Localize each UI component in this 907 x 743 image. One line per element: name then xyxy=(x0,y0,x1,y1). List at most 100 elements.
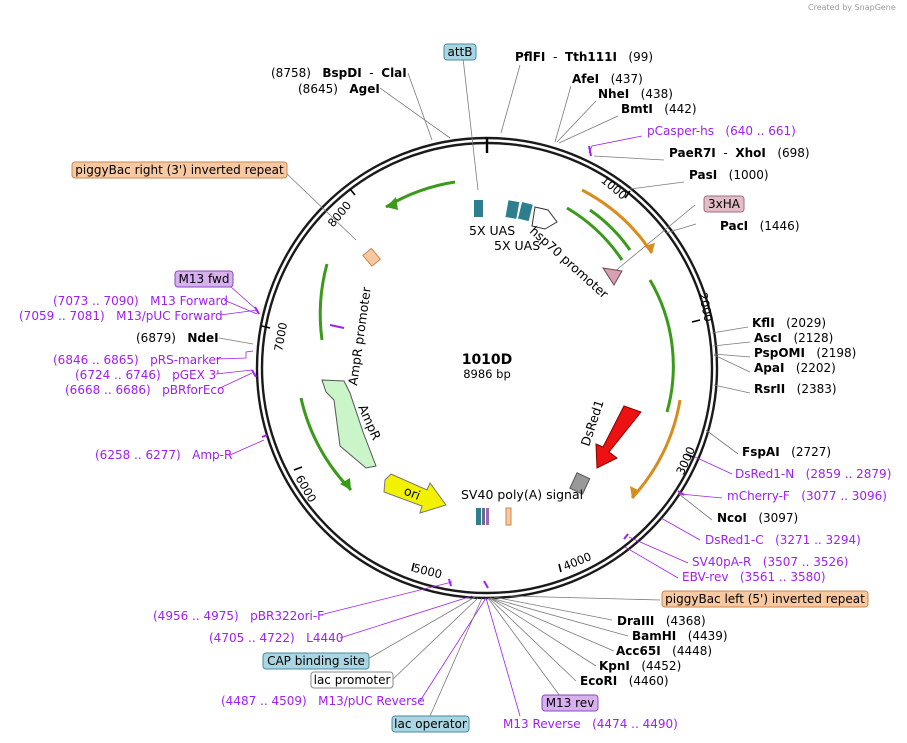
site-bmti[interactable]: BmtI (442) xyxy=(621,102,697,116)
site-mcherryf[interactable]: mCherry-F (3077 .. 3096) xyxy=(727,489,887,503)
site-dsredc[interactable]: DsRed1-C (3271 .. 3294) xyxy=(705,533,861,547)
site-part: (4705 .. 4722) L4440 xyxy=(209,631,343,645)
site-pcasper[interactable]: pCasper-hs (640 .. 661) xyxy=(647,124,796,138)
site-dsredn[interactable]: DsRed1-N (2859 .. 2879) xyxy=(735,467,891,481)
leader-piggy-right xyxy=(284,171,357,241)
tick-label-1000: 1000 xyxy=(598,173,629,203)
site-m13puc-rev[interactable]: (4487 .. 4509) M13/pUC Reverse xyxy=(221,694,425,708)
site-nhei[interactable]: NheI (438) xyxy=(598,87,673,101)
primer-ticks xyxy=(251,145,685,589)
site-agei[interactable]: (8645) AgeI xyxy=(298,82,380,96)
site-kfli[interactable]: KflI (2029) xyxy=(752,316,826,330)
leader-asci xyxy=(712,341,751,347)
arc-attb-head xyxy=(386,197,398,210)
site-part: (4487 .. 4509) M13/pUC Reverse xyxy=(221,694,425,708)
leader-m13reverse xyxy=(485,597,521,717)
box-attb[interactable]: attB xyxy=(443,43,477,61)
leader-pbr322 xyxy=(319,581,453,616)
ori-arrow xyxy=(383,473,447,514)
site-apai[interactable]: ApaI (2202) xyxy=(754,361,836,375)
leader-ncoi xyxy=(678,493,713,521)
leader-m13puc-rev xyxy=(419,597,487,702)
box-m13rev[interactable]: M13 rev xyxy=(541,694,599,712)
threexha-glyph xyxy=(601,267,623,286)
leader-apai xyxy=(713,354,751,373)
tick-4000 xyxy=(558,563,562,573)
site-ncoi[interactable]: NcoI (3097) xyxy=(717,511,798,525)
site-prsmarker[interactable]: (6846 .. 6865) pRS-marker xyxy=(53,353,221,367)
label-uas-2: 5X UAS xyxy=(494,238,540,253)
primer-tick-m13fwd xyxy=(254,306,260,315)
primer-tick-mcherry xyxy=(677,490,685,496)
site-part: (2383) xyxy=(785,382,836,396)
box-text: piggyBac left (5') inverted repeat xyxy=(665,592,865,606)
site-acc65i[interactable]: Acc65I (4448) xyxy=(616,644,712,658)
leader-bamhi xyxy=(490,597,629,637)
site-pbr322[interactable]: (4956 .. 4975) pBR322ori-F xyxy=(153,609,324,623)
site-ebvrev[interactable]: EBV-rev (3561 .. 3580) xyxy=(682,570,826,584)
site-pgex3[interactable]: (6724 .. 6746) pGEX 3' xyxy=(75,368,220,382)
arc-orange-right-head xyxy=(630,486,640,498)
site-paer7i[interactable]: PaeR7I - XhoI (698) xyxy=(669,146,810,160)
m13-fwd-glyph xyxy=(329,324,345,329)
leader-agei xyxy=(379,87,451,139)
box-bg xyxy=(391,715,470,733)
site-bspdi[interactable]: (8758) BspDI - ClaI xyxy=(271,66,407,80)
site-m13puc-fwd[interactable]: (7059 .. 7081) M13/pUC Forward xyxy=(19,309,223,323)
box-lacprom[interactable]: lac promoter xyxy=(310,671,394,689)
box-threexha[interactable]: 3xHA xyxy=(703,195,745,213)
site-pbrforeco[interactable]: (6668 .. 6686) pBRforEco xyxy=(65,383,224,397)
site-pasi[interactable]: PasI (1000) xyxy=(689,168,769,182)
leader-rsrii xyxy=(713,384,751,394)
primer-tick-ampr xyxy=(261,434,268,438)
site-part: EcoRI xyxy=(580,674,617,688)
site-m13fwd-primer[interactable]: (7073 .. 7090) M13 Forward xyxy=(53,294,228,308)
box-bg xyxy=(661,590,869,608)
box-bg xyxy=(541,694,599,712)
sv40-glyph xyxy=(569,472,591,495)
site-part: RsrII xyxy=(754,382,785,396)
leader-draiii xyxy=(493,596,613,621)
site-asci[interactable]: AscI (2128) xyxy=(754,331,833,345)
site-part: BamHI xyxy=(632,629,676,643)
box-bg xyxy=(262,652,370,670)
site-part: DsRed1-N (2859 .. 2879) xyxy=(735,467,891,481)
site-ecori[interactable]: EcoRI (4460) xyxy=(580,674,669,688)
box-piggy-left[interactable]: piggyBac left (5') inverted repeat xyxy=(661,590,869,608)
site-part: PasI xyxy=(689,168,717,182)
site-fspai[interactable]: FspAI (2727) xyxy=(742,445,831,459)
site-part: (6724 .. 6746) pGEX 3' xyxy=(75,368,220,382)
site-kpni[interactable]: KpnI (4452) xyxy=(599,659,681,673)
box-cap[interactable]: CAP binding site xyxy=(262,652,370,670)
site-ndei[interactable]: (6879) NdeI xyxy=(136,331,219,345)
site-m13reverse[interactable]: M13 Reverse (4474 .. 4490) xyxy=(503,717,678,731)
site-part: Acc65I xyxy=(616,644,661,658)
site-part: (7073 .. 7090) M13 Forward xyxy=(53,294,228,308)
site-pspomi[interactable]: PspOMI (2198) xyxy=(754,346,856,360)
site-sv40par[interactable]: SV40pA-R (3507 .. 3526) xyxy=(692,555,848,569)
site-part: (3097) xyxy=(747,511,798,525)
site-ampr-primer[interactable]: (6258 .. 6277) Amp-R xyxy=(95,448,232,462)
leader-ebvrev xyxy=(624,546,679,579)
site-l4440[interactable]: (4705 .. 4722) L4440 xyxy=(209,631,343,645)
leader-mcherryf xyxy=(679,493,723,499)
site-afei[interactable]: AfeI (437) xyxy=(572,72,643,86)
leader-m13fwd-primer xyxy=(223,299,258,315)
site-rsrii[interactable]: RsrII (2383) xyxy=(754,382,837,396)
leader-lines xyxy=(215,57,751,717)
site-draiii[interactable]: DraIII (4368) xyxy=(617,614,706,628)
site-pflfi[interactable]: PflFI - Tth111I (99) xyxy=(515,50,653,64)
site-part: PaeR7I xyxy=(669,146,716,160)
site-part: (2198) xyxy=(805,346,856,360)
site-labels: PflFI - Tth111I (99) AfeI (437) NheI (43… xyxy=(19,50,891,731)
box-piggy-right[interactable]: piggyBac right (3') inverted repeat xyxy=(71,161,288,179)
site-bamhi[interactable]: BamHI (4439) xyxy=(632,629,728,643)
site-part: (1446) xyxy=(748,219,799,233)
tick-2000 xyxy=(691,319,701,323)
box-lacop[interactable]: lac operator xyxy=(391,715,470,733)
site-part: FspAI xyxy=(742,445,780,459)
tick-label-5000: 5000 xyxy=(412,561,444,582)
site-part: NcoI xyxy=(717,511,747,525)
box-m13fwd[interactable]: M13 fwd xyxy=(174,270,234,288)
site-paci[interactable]: PacI (1446) xyxy=(720,219,800,233)
